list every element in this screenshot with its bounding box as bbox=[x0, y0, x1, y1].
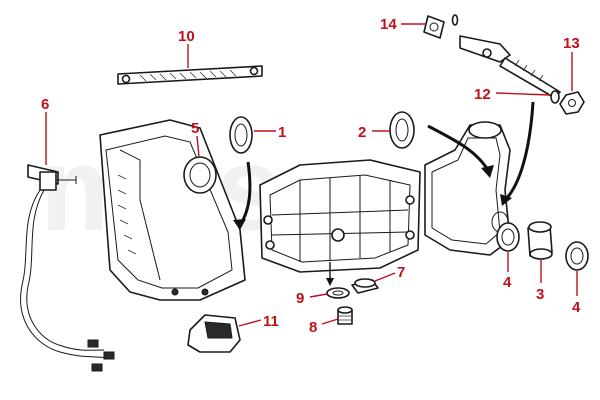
part-7-drain-plug bbox=[351, 278, 379, 294]
callout-11: 11 bbox=[263, 313, 279, 330]
callout-6: 6 bbox=[41, 96, 49, 113]
callout-12: 12 bbox=[474, 86, 491, 103]
callout-10: 10 bbox=[178, 28, 195, 45]
part-8-filler-plug bbox=[337, 306, 353, 325]
callout-leaders bbox=[45, 23, 578, 327]
part-6-switch-and-harness bbox=[20, 164, 115, 372]
part-13-nut bbox=[559, 91, 585, 115]
callout-8: 8 bbox=[309, 319, 317, 336]
callout-5: 5 bbox=[191, 120, 199, 137]
callout-13: 13 bbox=[563, 35, 580, 52]
bellhousing bbox=[99, 119, 246, 301]
assembly-arrows bbox=[233, 101, 535, 286]
part-4-bearing-left bbox=[496, 222, 520, 252]
rear-extension-housing bbox=[424, 121, 511, 256]
callout-labels: 1 2 3 4 4 5 6 7 8 9 10 11 12 13 14 bbox=[41, 16, 581, 336]
part-1-oil-seal bbox=[229, 116, 253, 154]
callout-3: 3 bbox=[536, 286, 544, 303]
callout-9: 9 bbox=[296, 290, 304, 307]
callout-7: 7 bbox=[397, 264, 405, 281]
part-2-oil-seal bbox=[389, 111, 415, 149]
callout-4-right: 4 bbox=[572, 299, 581, 316]
part-11-rubber-mount bbox=[187, 314, 241, 353]
callout-2: 2 bbox=[358, 124, 366, 141]
gearbox-case bbox=[259, 159, 421, 273]
part-3-bush bbox=[527, 221, 553, 260]
callout-1: 1 bbox=[278, 124, 286, 141]
part-10-ground-strap bbox=[117, 65, 263, 85]
part-14-speedo-gasket bbox=[423, 14, 459, 39]
part-9-washer bbox=[326, 287, 350, 299]
callout-14: 14 bbox=[380, 16, 397, 33]
part-4-bearing-right bbox=[565, 241, 589, 271]
callout-4-left: 4 bbox=[503, 274, 512, 291]
part-12-washer bbox=[550, 90, 560, 104]
